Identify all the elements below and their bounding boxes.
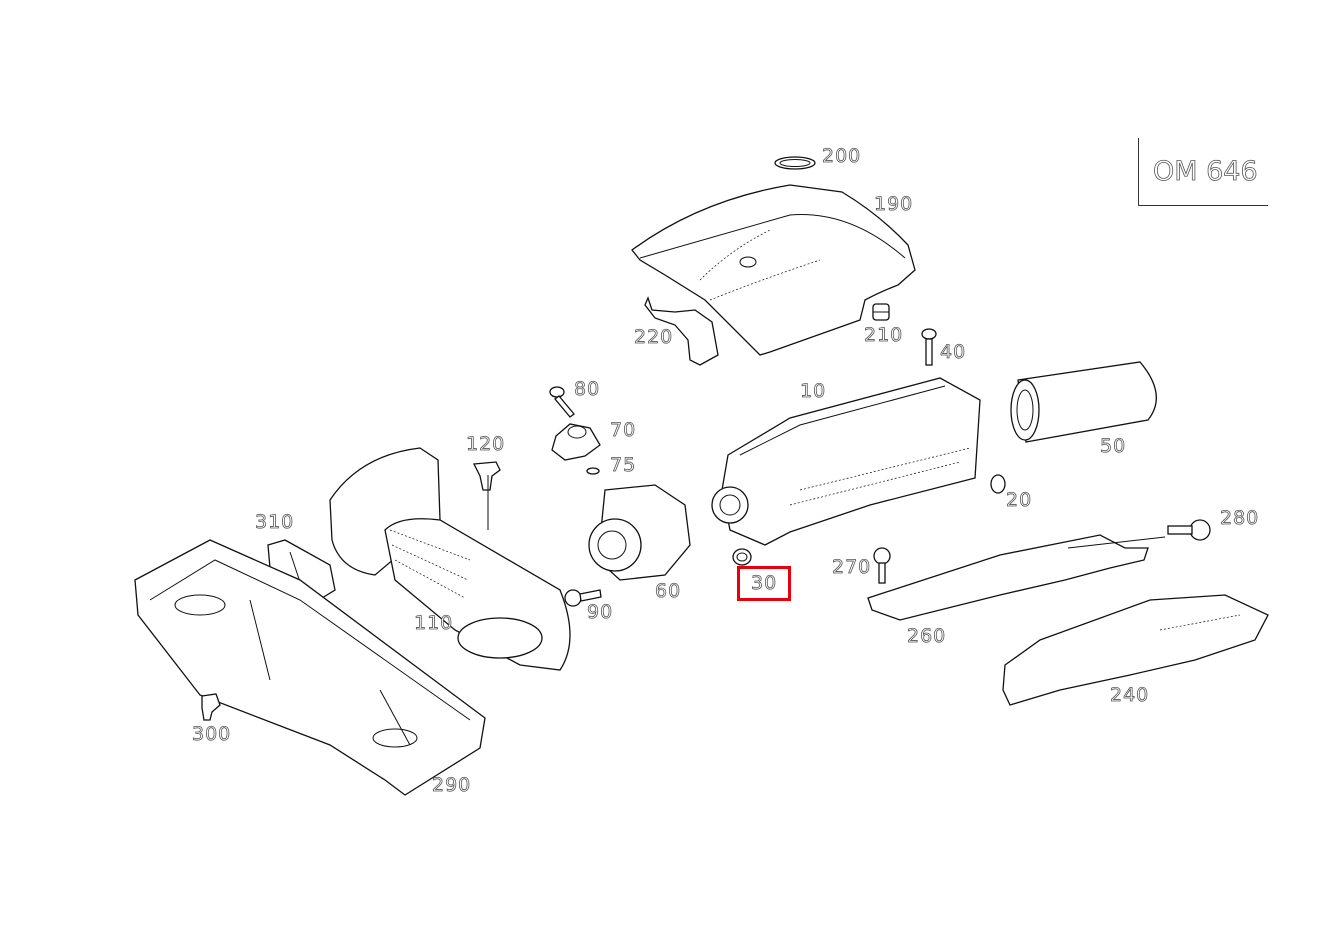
part-300-clip[interactable] <box>201 693 221 721</box>
part-label-20[interactable]: 20 <box>1006 489 1033 511</box>
part-label-260[interactable]: 260 <box>907 625 947 647</box>
part-260-heat-shield[interactable] <box>867 534 1166 621</box>
part-label-80[interactable]: 80 <box>574 378 601 400</box>
part-80-screw[interactable] <box>549 386 575 418</box>
part-label-310[interactable]: 310 <box>255 511 295 533</box>
part-label-210[interactable]: 210 <box>864 324 904 346</box>
part-70-sensor[interactable] <box>551 423 601 461</box>
part-label-60[interactable]: 60 <box>655 580 682 602</box>
engine-code-box: OM 646 <box>1138 138 1268 206</box>
part-20-plug[interactable] <box>990 474 1006 494</box>
part-10-air-filter-housing[interactable] <box>711 377 981 546</box>
part-75-o-ring[interactable] <box>586 467 600 475</box>
part-280-bolt[interactable] <box>1167 519 1211 541</box>
part-label-110[interactable]: 110 <box>414 612 454 634</box>
part-label-10[interactable]: 10 <box>800 380 827 402</box>
part-40-screw[interactable] <box>921 328 937 366</box>
part-label-270[interactable]: 270 <box>832 556 872 578</box>
part-label-190[interactable]: 190 <box>874 193 914 215</box>
part-label-300[interactable]: 300 <box>192 723 232 745</box>
part-210-grommet[interactable] <box>872 303 890 321</box>
part-200-seal-ring[interactable] <box>774 156 816 170</box>
part-label-40[interactable]: 40 <box>940 341 967 363</box>
part-240-engine-underbody-cover[interactable] <box>1002 594 1269 706</box>
part-label-50[interactable]: 50 <box>1100 435 1127 457</box>
part-label-30[interactable]: 30 <box>736 566 792 601</box>
part-90-bolt[interactable] <box>564 589 602 607</box>
part-label-90[interactable]: 90 <box>587 601 614 623</box>
part-label-200[interactable]: 200 <box>822 145 862 167</box>
part-110-intake-duct[interactable] <box>329 447 571 671</box>
part-50-filter-element[interactable] <box>1010 361 1157 443</box>
part-label-290[interactable]: 290 <box>432 774 472 796</box>
part-60-intake-module[interactable] <box>588 484 691 581</box>
part-220-bracket[interactable] <box>644 296 719 366</box>
part-30-plug[interactable] <box>732 548 752 566</box>
part-label-75[interactable]: 75 <box>610 454 637 476</box>
part-label-240[interactable]: 240 <box>1110 684 1150 706</box>
part-270-bolt[interactable] <box>873 547 891 584</box>
part-120-clip[interactable] <box>472 461 501 491</box>
part-190-engine-cover[interactable] <box>631 184 916 356</box>
part-label-120[interactable]: 120 <box>466 433 506 455</box>
part-label-70[interactable]: 70 <box>610 419 637 441</box>
part-290-cowl-panel[interactable] <box>134 539 486 796</box>
part-label-280[interactable]: 280 <box>1220 507 1260 529</box>
part-label-220[interactable]: 220 <box>634 326 674 348</box>
engine-code: OM 646 <box>1153 156 1258 188</box>
